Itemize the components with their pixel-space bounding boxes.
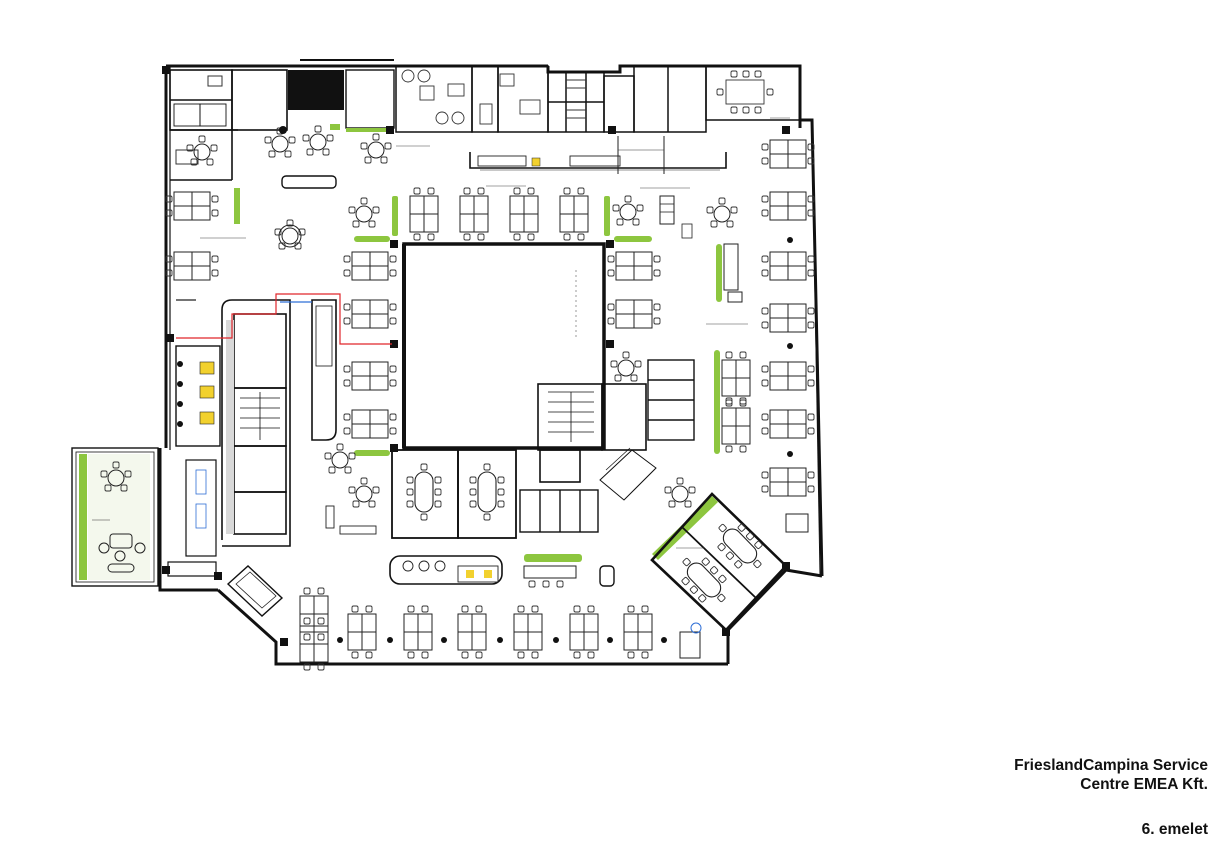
- top-desk-row: [349, 188, 588, 240]
- top-center-rooms: [395, 65, 801, 133]
- left-desks: [166, 188, 240, 301]
- left-core: [221, 299, 337, 547]
- east-atrium-desks: [608, 195, 693, 381]
- west-atrium-desks: [344, 252, 396, 438]
- company-name-line-1: FrieslandCampina Service: [1014, 757, 1208, 774]
- floor-label: 6. emelet: [1141, 821, 1208, 838]
- east-desk-column: [762, 140, 814, 533]
- meeting-rooms-south: [391, 449, 517, 539]
- red-blue-lines: [176, 293, 392, 345]
- lounge-top-left: [265, 126, 391, 249]
- kitchen-counter: [469, 136, 727, 174]
- mid-right-lounge: [707, 198, 750, 452]
- green-planters: [354, 196, 722, 562]
- top-left-rooms: [169, 69, 288, 181]
- company-name-caption: FrieslandCampina Service Centre EMEA Kft…: [1014, 756, 1208, 794]
- central-atrium: [390, 240, 614, 452]
- bottom-desk-row: [300, 588, 702, 670]
- toilet-block-center: [519, 359, 695, 533]
- bottom-center-lounge: [325, 444, 695, 588]
- terrace: [71, 447, 159, 587]
- bottom-left-lounge: [167, 561, 288, 646]
- company-name-line-2: Centre EMEA Kft.: [1080, 776, 1208, 793]
- phone-booths: [175, 345, 221, 557]
- drawing-annotation-marks: [200, 117, 790, 549]
- angled-meeting-rooms: [650, 492, 790, 636]
- stair-core: [537, 383, 657, 501]
